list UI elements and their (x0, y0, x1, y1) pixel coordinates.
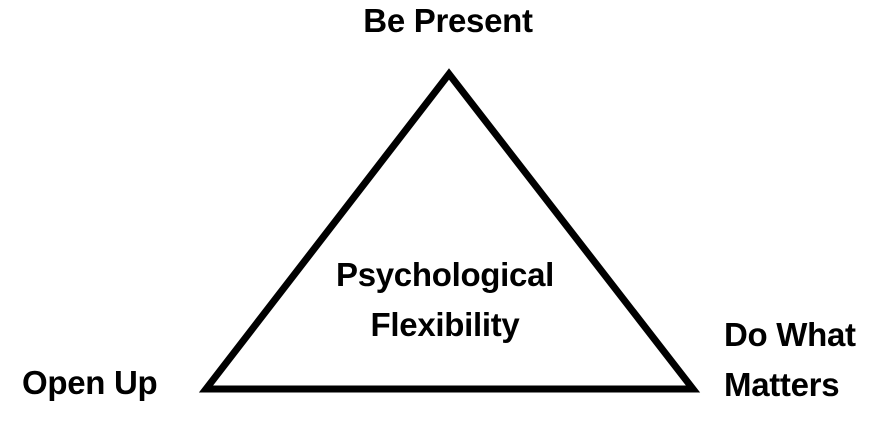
vertex-label-do-what-matters-line-1: Do What (724, 316, 856, 353)
vertex-label-do-what-matters: Do What Matters (724, 310, 856, 410)
center-label-line-2: Flexibility (370, 306, 520, 343)
vertex-label-do-what-matters-line-2: Matters (724, 366, 840, 403)
center-label-line-1: Psychological (335, 256, 554, 293)
center-label-psychological-flexibility: Psychological Flexibility (300, 250, 590, 350)
vertex-label-be-present: Be Present (363, 2, 533, 39)
psychological-flexibility-triangle (198, 68, 701, 393)
vertex-label-open-up: Open Up (22, 364, 158, 401)
